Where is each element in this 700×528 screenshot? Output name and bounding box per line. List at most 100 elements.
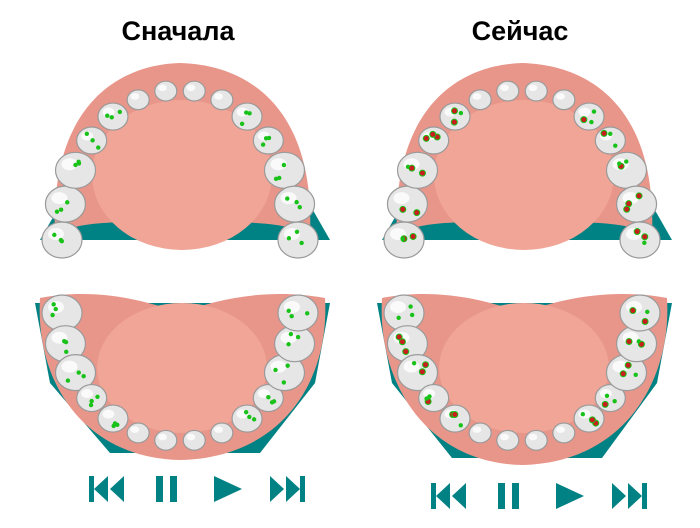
contact-mark	[286, 342, 291, 347]
contact-mark	[458, 423, 463, 428]
contact-mark	[73, 162, 78, 168]
tooth	[418, 383, 450, 413]
contact-mark	[54, 209, 60, 214]
contact-mark	[422, 134, 430, 142]
contact-mark	[96, 145, 101, 150]
rewind-to-start-button[interactable]	[430, 480, 468, 512]
contact-mark	[612, 398, 617, 404]
upper-jaw-before	[40, 63, 330, 259]
tooth	[573, 102, 605, 131]
contact-mark	[633, 228, 641, 236]
contact-mark	[641, 233, 649, 241]
tooth	[619, 294, 661, 332]
tooth	[496, 80, 520, 102]
tooth	[439, 404, 471, 433]
contact-mark	[286, 308, 291, 313]
contact-mark	[623, 205, 631, 213]
tongue-area	[97, 303, 267, 433]
contact-mark	[408, 304, 413, 309]
tooth	[418, 126, 450, 155]
contact-mark	[294, 229, 300, 235]
contact-mark	[277, 175, 282, 181]
contact-mark	[408, 164, 416, 172]
tooth	[524, 80, 548, 102]
contact-mark	[304, 311, 310, 316]
contact-mark	[398, 338, 406, 346]
tooth	[386, 325, 429, 363]
tooth	[439, 102, 471, 131]
contact-mark	[608, 131, 613, 137]
contact-mark	[81, 373, 86, 379]
contact-mark	[95, 394, 100, 399]
contact-mark	[402, 348, 410, 356]
play-button[interactable]	[208, 473, 246, 505]
contact-mark	[409, 312, 415, 318]
contact-mark	[76, 370, 81, 375]
tooth	[468, 422, 492, 444]
tooth	[396, 354, 439, 392]
contact-mark	[299, 240, 304, 246]
tooth	[76, 383, 108, 413]
contact-mark	[65, 200, 70, 205]
tooth	[126, 89, 150, 111]
contact-mark	[247, 414, 252, 420]
tooth	[615, 325, 658, 363]
skip-to-end-button[interactable]	[610, 480, 648, 512]
tooth	[210, 422, 234, 444]
contact-mark	[641, 317, 649, 325]
contact-mark	[422, 361, 430, 369]
contact-mark	[424, 396, 429, 401]
tooth	[594, 383, 626, 413]
contact-mark	[89, 398, 94, 404]
contact-mark	[288, 331, 294, 337]
contact-mark	[413, 209, 421, 217]
tooth	[126, 422, 150, 444]
pause-button[interactable]	[148, 473, 186, 505]
tooth	[231, 404, 263, 433]
tooth	[210, 89, 234, 111]
contact-mark	[624, 159, 629, 164]
contact-mark	[633, 372, 638, 377]
skip-to-end-button[interactable]	[268, 473, 306, 505]
contact-mark	[297, 204, 302, 210]
playback-controls-after	[430, 480, 648, 512]
tooth	[468, 89, 492, 111]
contact-mark	[411, 360, 417, 366]
tooth	[44, 185, 87, 223]
tooth	[605, 151, 648, 189]
contact-mark	[273, 367, 278, 373]
rewind-to-start-button[interactable]	[88, 473, 126, 505]
tooth	[41, 294, 83, 332]
tooth	[76, 126, 108, 155]
contact-mark	[399, 205, 407, 213]
tooth	[54, 354, 97, 392]
contact-mark	[580, 412, 586, 417]
contact-mark	[90, 138, 95, 143]
contact-mark	[295, 334, 301, 340]
contact-mark	[294, 199, 299, 205]
contact-mark	[451, 107, 459, 115]
tooth	[273, 185, 316, 223]
tooth	[524, 429, 548, 451]
contact-mark	[117, 109, 123, 115]
tooth	[54, 151, 97, 189]
playback-controls-before	[88, 473, 306, 505]
contact-mark	[243, 409, 249, 415]
tooth	[252, 383, 284, 413]
tooth	[41, 221, 83, 259]
contact-mark	[52, 232, 57, 238]
palate	[92, 100, 272, 250]
contact-mark	[589, 119, 594, 125]
contact-mark	[281, 162, 287, 168]
contact-mark	[285, 363, 290, 368]
palate	[434, 100, 614, 250]
contact-mark	[63, 339, 69, 345]
tooth	[182, 80, 206, 102]
tooth	[619, 221, 661, 259]
play-button[interactable]	[550, 480, 588, 512]
contact-mark	[619, 370, 627, 378]
contact-mark	[418, 169, 426, 177]
pause-button[interactable]	[490, 480, 528, 512]
contact-mark	[450, 118, 458, 126]
contact-mark	[76, 161, 82, 166]
